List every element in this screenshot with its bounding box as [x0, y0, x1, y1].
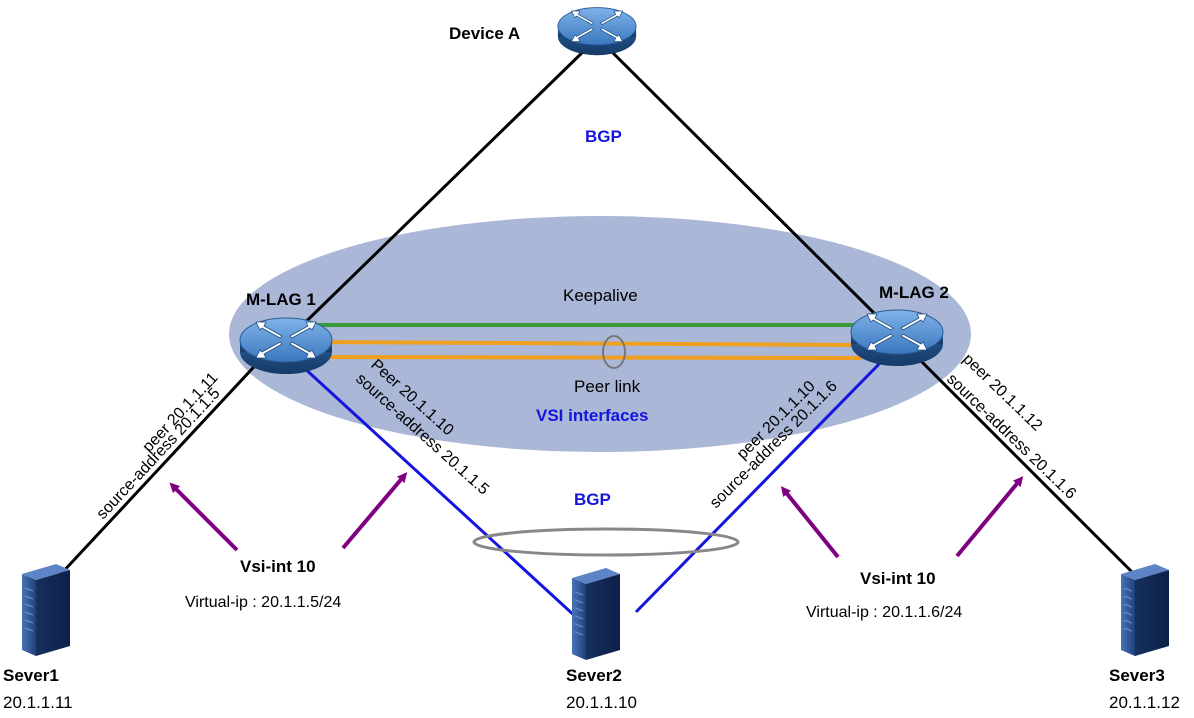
server3-icon [1120, 563, 1170, 657]
vsi-arrow-1 [169, 482, 239, 552]
server3-name: Sever3 [1109, 666, 1165, 685]
link-mlag2-server3 [908, 348, 1140, 580]
device-a-switch-icon [557, 7, 637, 56]
peer-link-label: Peer link [574, 377, 641, 396]
server1-icon [21, 563, 71, 657]
link-device-a-mlag2 [603, 43, 899, 338]
link-mlag1-server2 [288, 353, 578, 619]
vsi-right-virtual-ip: Virtual-ip : 20.1.1.6/24 [806, 604, 962, 621]
mlag1-switch-icon [239, 317, 333, 375]
mlag2-label: M-LAG 2 [879, 283, 949, 302]
server3-ip: 20.1.1.12 [1109, 693, 1180, 712]
left-source-label: source-address 20.1.1.5 [93, 385, 223, 523]
peer-link-bundle-marker [602, 335, 626, 369]
server2-ip: 20.1.1.10 [566, 693, 637, 712]
left-peer-label: peer 20.1.1.11 [139, 369, 221, 455]
bgp-bottom-label: BGP [574, 490, 611, 509]
keepalive-label: Keepalive [563, 286, 638, 305]
vsi-left-virtual-ip: Virtual-ip : 20.1.1.5/24 [185, 594, 341, 611]
server2-bundle-marker [472, 527, 740, 557]
vsi-right-title: Vsi-int 10 [860, 569, 936, 588]
mlag2-switch-icon [850, 309, 944, 367]
link-device-a-mlag1 [280, 43, 592, 347]
vsi-arrow-3 [780, 486, 840, 559]
peer-link-line-1 [319, 340, 863, 347]
link-mlag2-server2 [634, 358, 885, 614]
link-mlag1-server1 [58, 353, 267, 577]
server1-name: Sever1 [3, 666, 59, 685]
server2-name: Sever2 [566, 666, 622, 685]
vsi-left-title: Vsi-int 10 [240, 557, 316, 576]
vsi-interfaces-label: VSI interfaces [536, 406, 648, 425]
server2-icon [571, 567, 621, 661]
server1-ip: 20.1.1.11 [3, 693, 73, 712]
peer-link-line-2 [319, 355, 863, 360]
device-a-label: Device A [449, 24, 520, 43]
vsi-arrow-4 [955, 476, 1024, 558]
bgp-top-label: BGP [585, 127, 622, 146]
mlag-system-area [229, 216, 971, 452]
vsi-arrow-2 [341, 472, 408, 550]
mlag1-label: M-LAG 1 [246, 290, 316, 309]
